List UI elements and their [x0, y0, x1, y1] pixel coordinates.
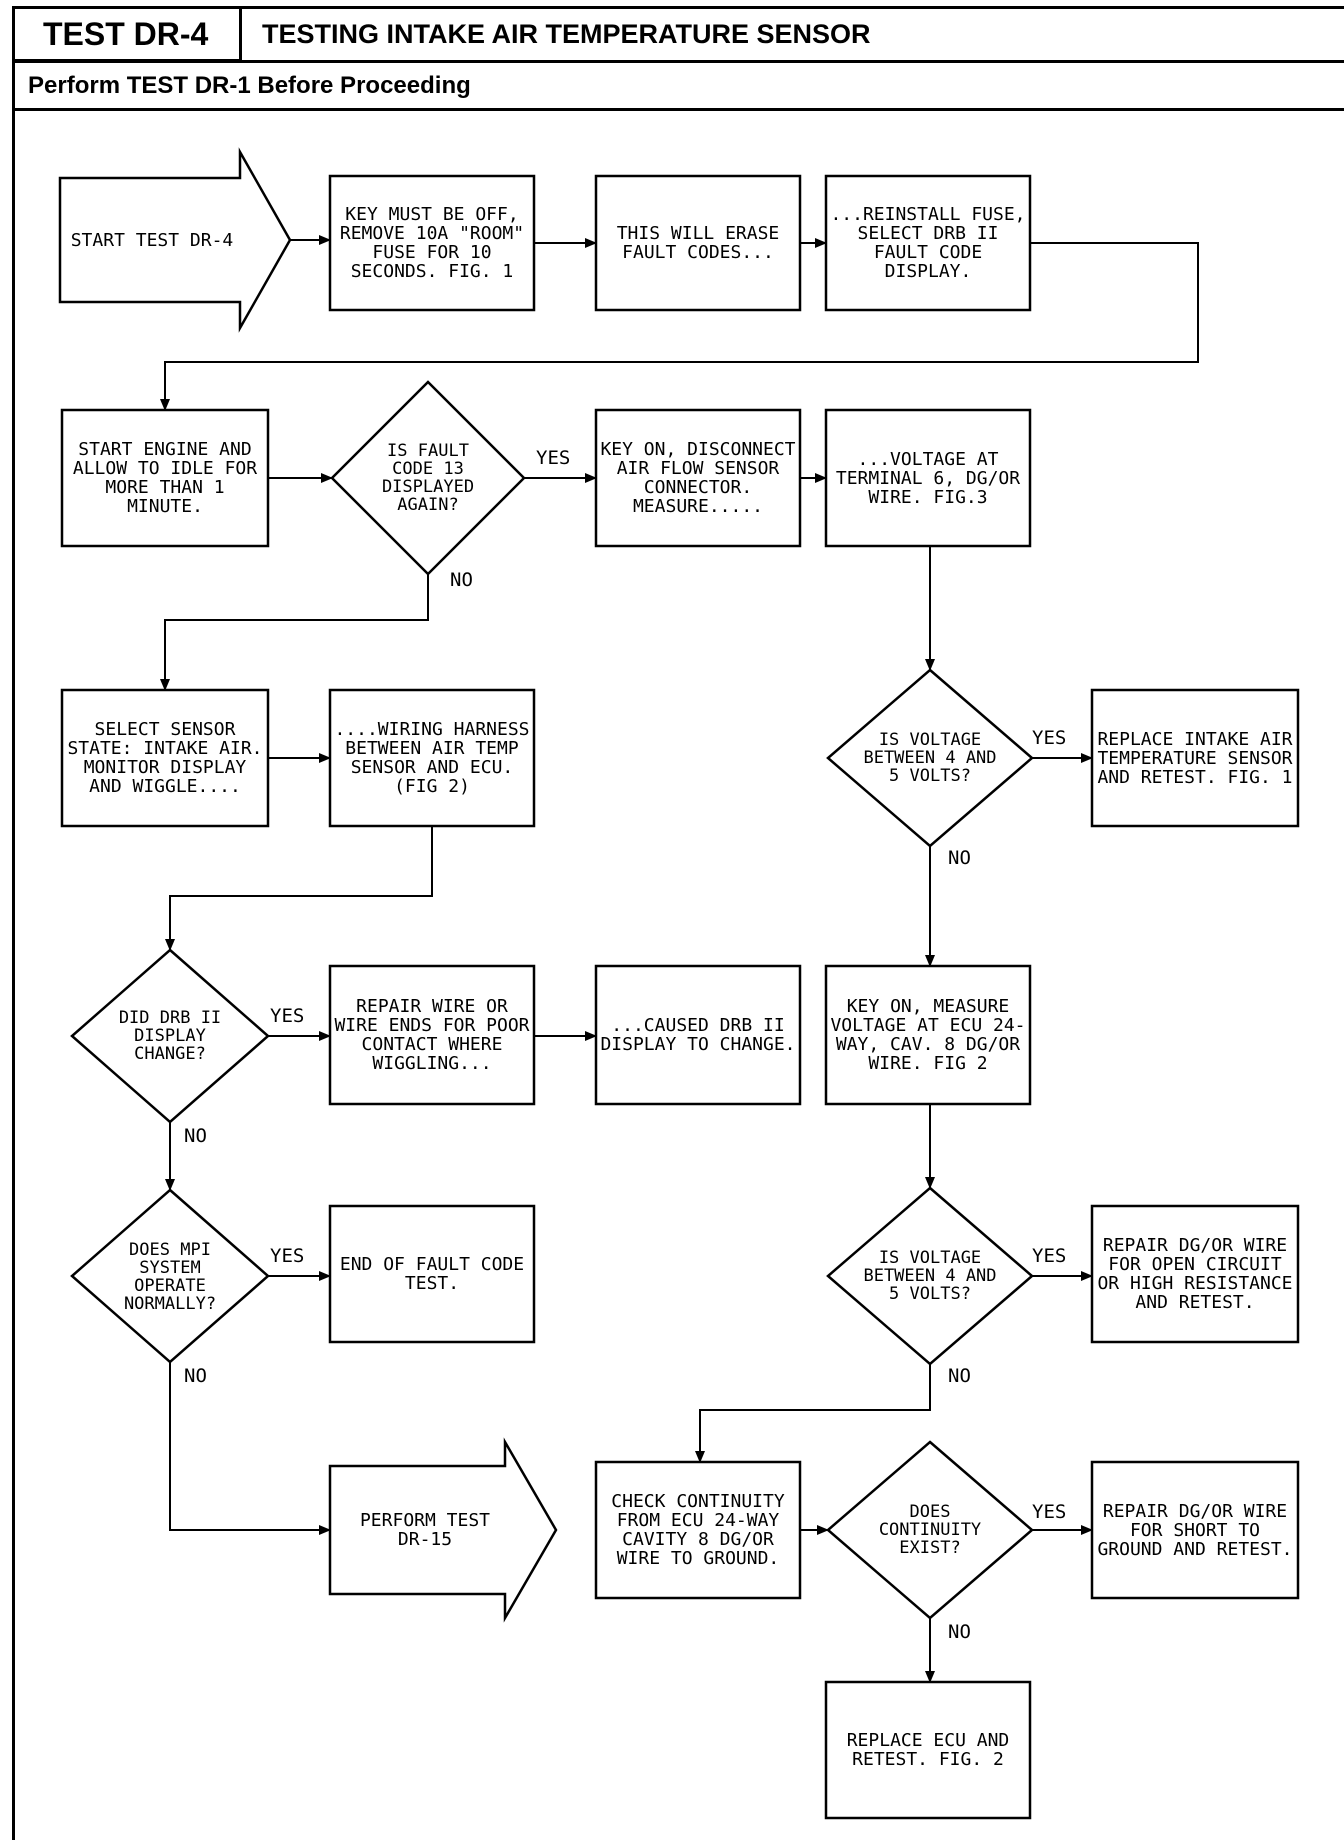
page-border-left: [12, 6, 15, 1840]
replace-ecu-text: REPLACE ECU AND RETEST. FIG. 2: [846, 1730, 1010, 1770]
start-arrow-shape: [58, 147, 292, 333]
perform-dr15-text: PERFORM TEST DR-15: [359, 1510, 491, 1550]
key-on-measure-box: [824, 964, 1032, 1106]
yes-label-voltage1: YES: [1032, 727, 1067, 749]
check-continuity-text: CHECK CONTINUITY FROM ECU 24-WAY CAVITY …: [611, 1491, 785, 1569]
replace-ecu-box: [824, 1680, 1032, 1820]
key-on-measure-text: KEY ON, MEASURE VOLTAGE AT ECU 24-WAY, C…: [830, 996, 1026, 1074]
key-on-disconnect-text: KEY ON, DISCONNECT AIR FLOW SENSOR CONNE…: [600, 439, 796, 517]
test-id: TEST DR-4: [43, 15, 209, 52]
no-label-continuity: NO: [948, 1621, 971, 1643]
no-label-voltage2: NO: [948, 1365, 971, 1387]
repair-open-text: REPAIR DG/OR WIRE FOR OPEN CIRCUIT OR HI…: [1097, 1235, 1293, 1313]
replace-sensor-text: REPLACE INTAKE AIR TEMPERATURE SENSOR AN…: [1097, 728, 1293, 788]
erase-codes-text: THIS WILL ERASE FAULT CODES...: [616, 223, 780, 263]
end-test-box: [328, 1204, 536, 1344]
replace-sensor-box: [1090, 688, 1300, 828]
caused-change-text: ...CAUSED DRB II DISPLAY TO CHANGE.: [600, 1015, 796, 1055]
no-label-code13: NO: [450, 569, 473, 591]
voltage-terminal-box: [824, 408, 1032, 548]
test-title: TESTING INTAKE AIR TEMPERATURE SENSOR: [262, 18, 871, 49]
voltage2-question: IS VOLTAGE BETWEEN 4 AND 5 VOLTS?: [863, 1248, 997, 1304]
start-test-label: START TEST DR-4: [70, 229, 234, 251]
select-sensor-text: SELECT SENSOR STATE: INTAKE AIR. MONITOR…: [67, 719, 263, 797]
dr15-arrow-shape: [328, 1437, 558, 1623]
repair-open-box: [1090, 1204, 1300, 1344]
yes-label-drb: YES: [270, 1005, 305, 1027]
code13-question: IS FAULT CODE 13 DISPLAYED AGAIN?: [381, 441, 475, 515]
start-engine-text: START ENGINE AND ALLOW TO IDLE FOR MORE …: [72, 439, 258, 517]
no-label-voltage1: NO: [948, 847, 971, 869]
repair-wire-text: REPAIR WIRE OR WIRE ENDS FOR POOR CONTAC…: [334, 996, 530, 1074]
continuity-question: DOES CONTINUITY EXIST?: [878, 1502, 982, 1558]
repair-short-text: REPAIR DG/OR WIRE FOR SHORT TO GROUND AN…: [1097, 1500, 1293, 1560]
voltage-terminal-text: ...VOLTAGE AT TERMINAL 6, DG/OR WIRE. FI…: [835, 448, 1021, 508]
yes-label-continuity: YES: [1032, 1501, 1067, 1523]
wiring-harness-text: ....WIRING HARNESS BETWEEN AIR TEMP SENS…: [334, 719, 530, 797]
caused-change-box: [594, 964, 802, 1106]
end-test-text: END OF FAULT CODE TEST.: [339, 1254, 525, 1294]
key-off-text: KEY MUST BE OFF, REMOVE 10A "ROOM" FUSE …: [339, 204, 525, 282]
no-label-drb: NO: [184, 1125, 207, 1147]
mpi-question: DOES MPI SYSTEM OPERATE NORMALLY?: [123, 1240, 217, 1314]
test-id-box: TEST DR-4: [12, 6, 242, 62]
repair-short-box: [1090, 1460, 1300, 1600]
header-bottom-rule: [12, 108, 1344, 111]
voltage1-question: IS VOLTAGE BETWEEN 4 AND 5 VOLTS?: [863, 730, 997, 786]
yes-label-voltage2: YES: [1032, 1245, 1067, 1267]
drb-change-question: DID DRB II DISPLAY CHANGE?: [118, 1008, 222, 1064]
header-divider: [12, 60, 1344, 63]
header-top-rule: [242, 6, 1344, 9]
no-label-mpi: NO: [184, 1365, 207, 1387]
reinstall-fuse-text: ...REINSTALL FUSE, SELECT DRB II FAULT C…: [830, 204, 1026, 282]
prerequisite-note: Perform TEST DR-1 Before Proceeding: [28, 72, 471, 99]
yes-label-mpi: YES: [270, 1245, 305, 1267]
yes-label-code13: YES: [536, 447, 571, 469]
start-engine-box: [60, 408, 270, 548]
